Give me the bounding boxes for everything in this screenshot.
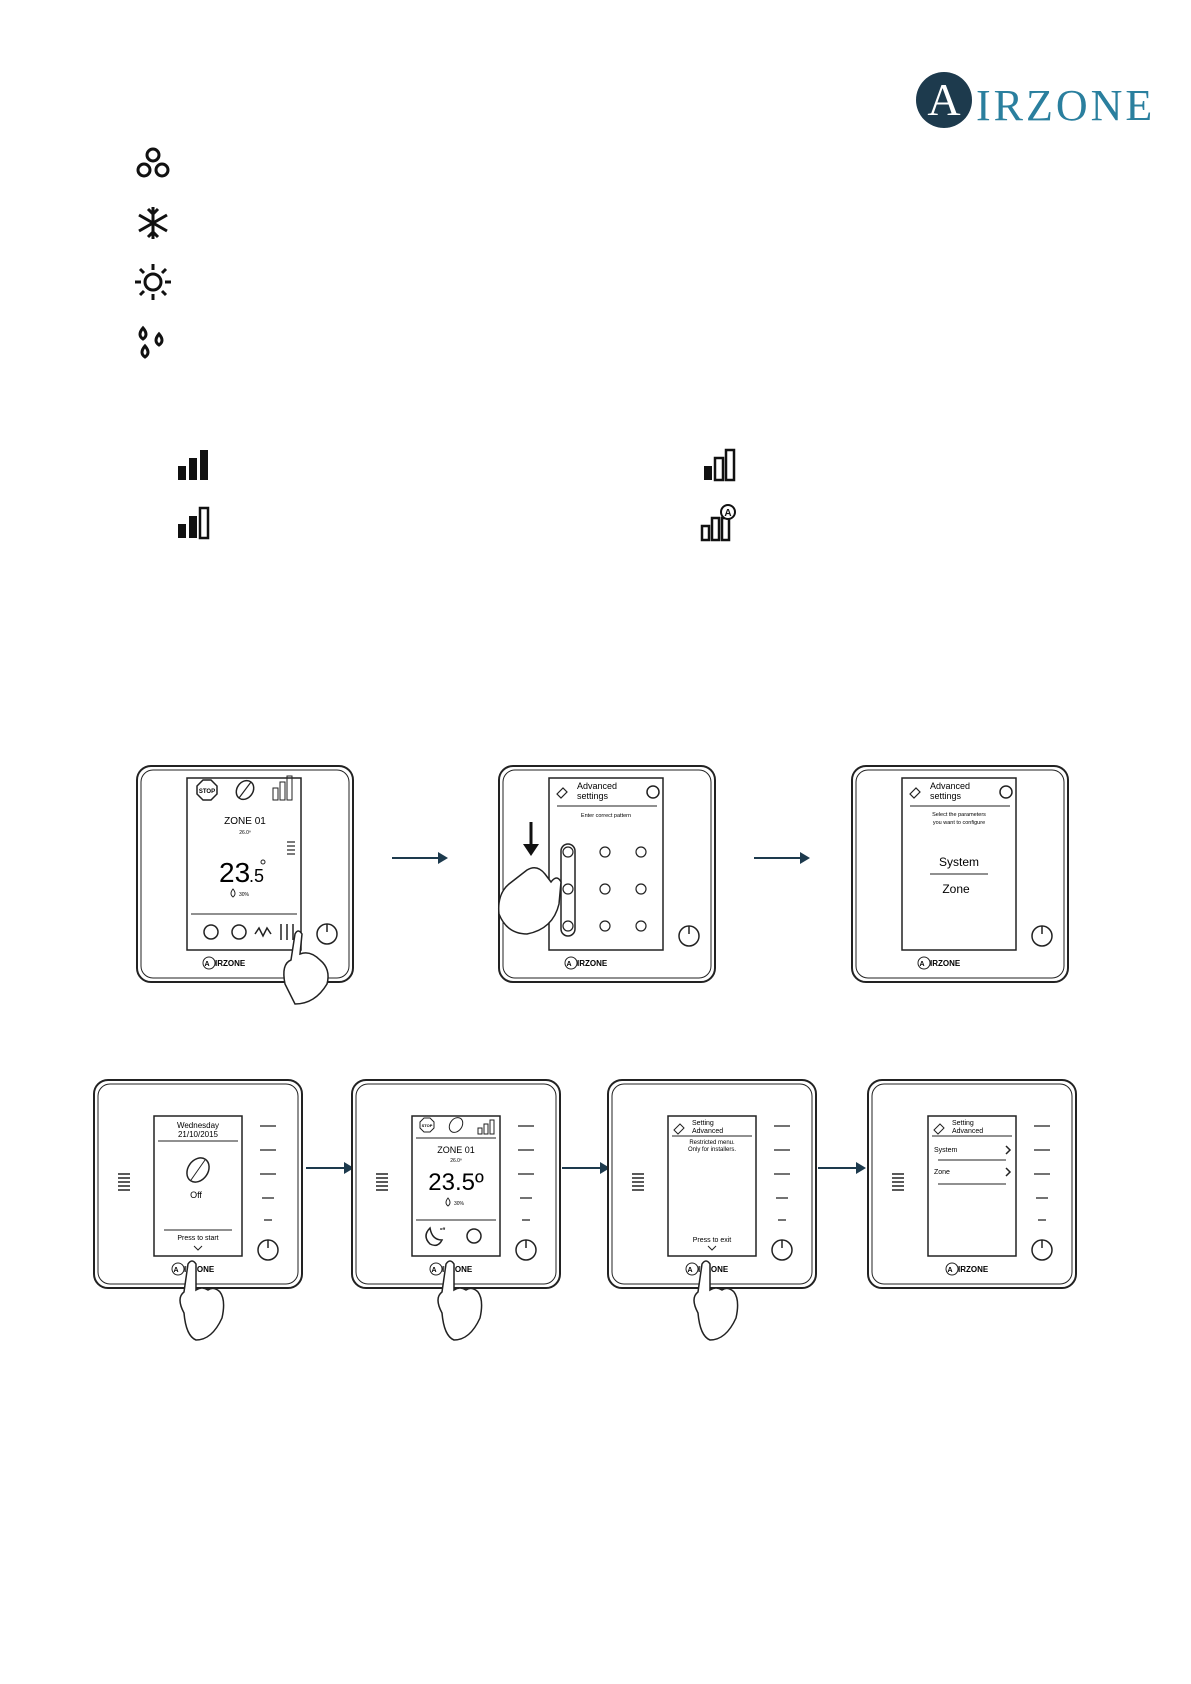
thermostat-step2: Advanced settings Enter correct pattern … (497, 765, 716, 983)
temp-label: 23.5º (428, 1169, 484, 1196)
status-label: Off (190, 1190, 202, 1200)
option-zone: Zone (942, 882, 970, 896)
footer-label: Press to start (177, 1235, 218, 1242)
snowflake-icon (138, 207, 168, 239)
drops-icon (138, 325, 164, 359)
sun-icon (135, 264, 171, 300)
svg-text:A: A (724, 508, 731, 519)
device-brand: IRZONE (930, 959, 961, 968)
temp-decimal: .5 (249, 866, 264, 886)
arrow-right (562, 1161, 610, 1179)
note-line2: Only for installers. (688, 1147, 736, 1153)
arrow-right (818, 1161, 866, 1179)
thermostat-step5: STOP ZONE 01 26.0º 23.5º 30% off A IRZON… (351, 1079, 561, 1341)
thermostat-step1: STOP ZONE 01 26.0º 23 .5 30% A IRZONE (136, 765, 354, 1005)
subtitle-line1: Select the parameters (932, 812, 986, 818)
svg-text:A: A (687, 1267, 692, 1274)
setpoint-label: 26.0º (450, 1158, 462, 1164)
title-line1: Advanced (577, 781, 617, 791)
signal-auto-icon: A (700, 504, 736, 542)
zone-label: ZONE 01 (224, 816, 266, 827)
thermostat-step7: Setting Advanced System Zone A IRZONE (867, 1079, 1077, 1289)
thermostat-step6: Setting Advanced Restricted menu. Only f… (607, 1079, 817, 1341)
device-brand: IRZONE (958, 1265, 989, 1274)
pattern-subtitle: Enter correct pattern (581, 813, 631, 819)
device-brand: IRZONE (184, 1265, 215, 1274)
device-brand: IRZONE (442, 1265, 473, 1274)
option-system: System (939, 855, 979, 869)
title-line1: Setting (692, 1120, 714, 1127)
title-line2: settings (930, 791, 962, 801)
svg-text:A: A (431, 1267, 436, 1274)
svg-text:A: A (919, 961, 924, 968)
menu-item-zone: Zone (934, 1169, 950, 1176)
stop-label: STOP (199, 789, 215, 795)
humidity-label: 30% (239, 892, 250, 898)
signal-mid-icon (178, 506, 210, 540)
title-line2: Advanced (952, 1128, 983, 1135)
airzone-logo: A IRZONE (916, 70, 1152, 130)
logo-letter: A (916, 72, 972, 128)
title-line1: Advanced (930, 781, 970, 791)
setpoint-label: 26.0º (239, 830, 251, 836)
temp-main: 23 (219, 857, 250, 888)
svg-text:A: A (204, 961, 209, 968)
menu-item-system: System (934, 1147, 958, 1154)
signal-high-icon (178, 450, 208, 480)
off-label: off (440, 1226, 446, 1231)
device-brand: IRZONE (215, 959, 246, 968)
title-line2: Advanced (692, 1128, 723, 1135)
title-line1: Setting (952, 1120, 974, 1127)
footer-label: Press to exit (693, 1237, 732, 1244)
svg-text:A: A (947, 1267, 952, 1274)
device-brand: IRZONE (577, 959, 608, 968)
svg-text:A: A (173, 1267, 178, 1274)
humidity-label: 30% (454, 1201, 465, 1207)
day-label: Wednesday (177, 1121, 219, 1130)
svg-text:A: A (566, 961, 571, 968)
thermostat-step3: Advanced settings Select the parameters … (851, 765, 1069, 983)
fan-icon (136, 147, 170, 178)
arrow-right (754, 851, 810, 869)
stop-label: STOP (422, 1123, 433, 1128)
subtitle-line2: you want to configure (933, 820, 985, 826)
thermostat-step4: Wednesday 21/10/2015 Off Press to start … (93, 1079, 303, 1341)
arrow-right (392, 851, 448, 869)
logo-text: IRZONE (976, 81, 1156, 130)
arrow-right (306, 1161, 354, 1179)
date-label: 21/10/2015 (178, 1130, 219, 1139)
note-line1: Restricted menu. (689, 1140, 735, 1146)
device-brand: IRZONE (698, 1265, 729, 1274)
title-line2: settings (577, 791, 609, 801)
signal-low-icon (704, 448, 736, 482)
zone-label: ZONE 01 (437, 1145, 475, 1155)
